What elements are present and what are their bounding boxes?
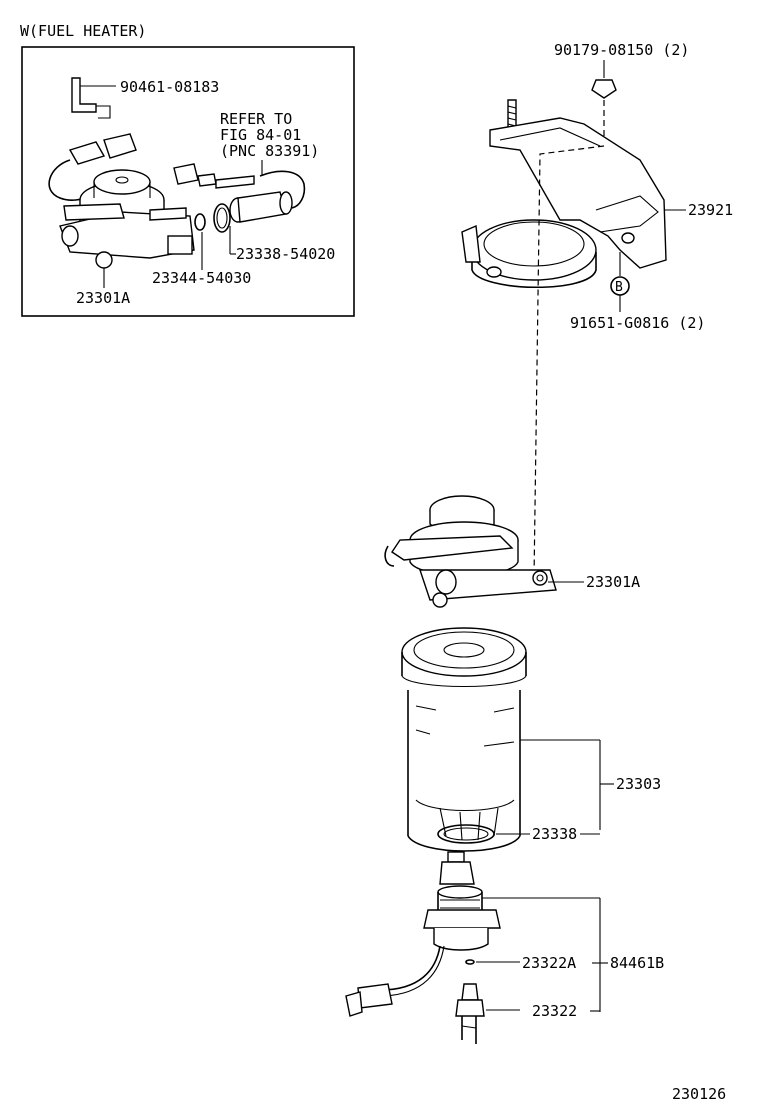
heater-wiring bbox=[48, 133, 306, 223]
label-element: 23303 bbox=[616, 775, 661, 793]
water-sensor-part bbox=[345, 851, 501, 1017]
label-bracket: 23921 bbox=[688, 201, 733, 219]
element-oring-part bbox=[437, 824, 495, 844]
label-oring: 23338-54020 bbox=[236, 245, 335, 263]
label-element-oring: 23338 bbox=[532, 825, 577, 843]
bracket-part bbox=[461, 99, 667, 289]
refer-line1: REFER TO bbox=[220, 110, 292, 128]
label-kit: 84461B bbox=[610, 954, 664, 972]
nut-part bbox=[591, 60, 617, 99]
figure-number: 230126 bbox=[672, 1085, 726, 1103]
label-drain-oring: 23322A bbox=[522, 954, 576, 972]
refer-line3: (PNC 83391) bbox=[220, 142, 319, 160]
drain-oring-part bbox=[465, 959, 475, 965]
label-bolt: 91651-G0816 (2) bbox=[570, 314, 705, 332]
callout-b: B bbox=[615, 280, 623, 295]
label-gasket: 23344-54030 bbox=[152, 269, 251, 287]
inset-title: W(FUEL HEATER) bbox=[20, 22, 146, 40]
label-nut: 90179-08150 (2) bbox=[554, 41, 689, 59]
filter-head-body bbox=[384, 495, 557, 608]
fuel-heater-inset: W(FUEL HEATER) 90461-08183 REFER TO FIG … bbox=[20, 22, 355, 317]
inset-frame bbox=[21, 46, 355, 317]
label-body: 23301A bbox=[586, 573, 640, 591]
label-clip: 90461-08183 bbox=[120, 78, 219, 96]
clip-part bbox=[71, 77, 116, 119]
oring-part bbox=[213, 203, 231, 233]
filter-element bbox=[401, 627, 527, 852]
refer-line2: FIG 84-01 bbox=[220, 126, 301, 144]
inset-filter-body bbox=[59, 169, 195, 288]
assembly-dashed-line bbox=[533, 100, 605, 579]
drain-switch-part bbox=[455, 983, 485, 1044]
gasket-part bbox=[194, 213, 206, 231]
label-inset-body: 23301A bbox=[76, 289, 130, 307]
label-switch: 23322 bbox=[532, 1002, 577, 1020]
